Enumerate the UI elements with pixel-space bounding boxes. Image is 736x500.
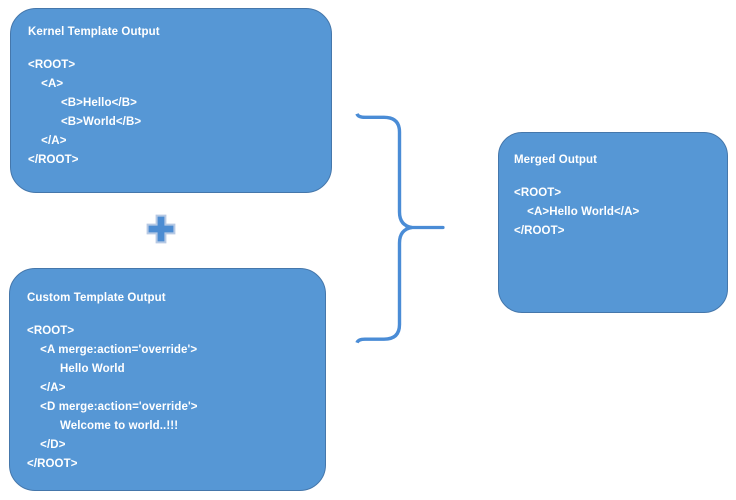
code-line: <A> bbox=[28, 78, 64, 90]
code-line: </ROOT> bbox=[28, 154, 79, 166]
code-line: Hello World bbox=[27, 363, 125, 375]
code-line: </D> bbox=[27, 439, 66, 451]
code-line: Welcome to world..!!! bbox=[27, 420, 179, 432]
kernel-box-title: Kernel Template Output bbox=[28, 26, 160, 38]
curly-brace-path bbox=[355, 113, 413, 344]
code-line: <ROOT> bbox=[28, 59, 76, 71]
code-line: </ROOT> bbox=[27, 458, 78, 470]
code-line: <A>Hello World</A> bbox=[514, 206, 640, 218]
custom-code-block: <ROOT> <A merge:action='override'> Hello… bbox=[27, 322, 319, 474]
code-line: <A merge:action='override'> bbox=[27, 344, 198, 356]
code-line: <ROOT> bbox=[514, 187, 562, 199]
merged-output-box: Merged Output <ROOT> <A>Hello World</A> … bbox=[498, 132, 728, 313]
code-line: <B>World</B> bbox=[28, 116, 142, 128]
merge-brace-icon bbox=[355, 113, 445, 344]
code-line: <B>Hello</B> bbox=[28, 97, 137, 109]
plus-icon bbox=[146, 214, 176, 244]
code-line: <ROOT> bbox=[27, 325, 75, 337]
code-line: </A> bbox=[28, 135, 67, 147]
custom-template-box: Custom Template Output <ROOT> <A merge:a… bbox=[9, 268, 326, 491]
code-line: <D merge:action='override'> bbox=[27, 401, 198, 413]
merged-code-block: <ROOT> <A>Hello World</A> </ROOT> bbox=[514, 184, 721, 241]
kernel-template-box: Kernel Template Output <ROOT> <A> <B>Hel… bbox=[10, 8, 332, 193]
custom-box-title: Custom Template Output bbox=[27, 292, 166, 304]
code-line: </A> bbox=[27, 382, 66, 394]
merged-box-title: Merged Output bbox=[514, 154, 598, 166]
kernel-code-block: <ROOT> <A> <B>Hello</B> <B>World</B> </A… bbox=[28, 56, 325, 170]
code-line: </ROOT> bbox=[514, 225, 565, 237]
